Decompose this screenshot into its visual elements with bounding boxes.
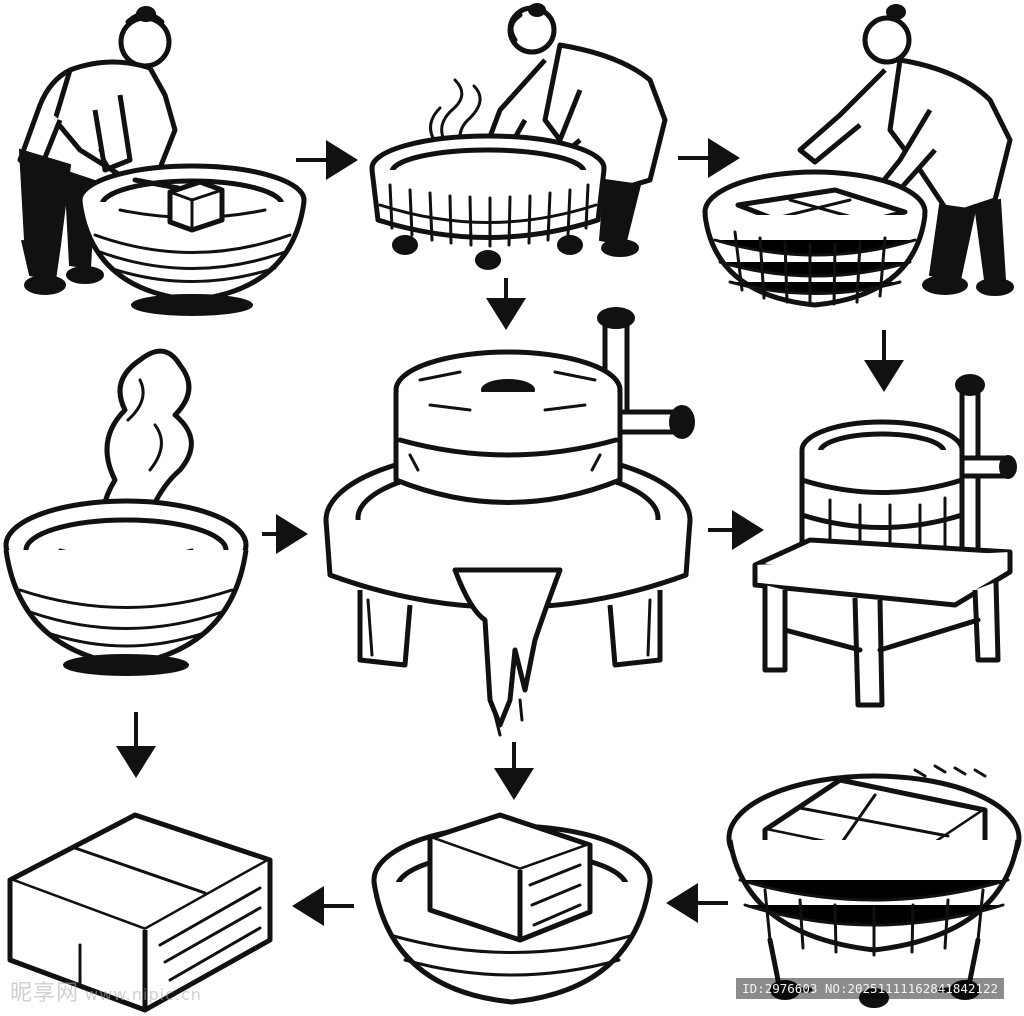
watermark-brand-name: 昵享网 [10,981,80,1006]
watermark-brand: 昵享网 www.nipic.cn [10,975,202,1007]
watermark-id-badge: ID:2976603 NO:20251111162841842122 [736,978,1004,999]
tofu-basket-icon [726,764,1022,1008]
tofu-bowl-icon [371,812,653,1005]
worker-basin-icon [17,6,307,316]
tofu-blocks-icon [7,812,273,1013]
worker-basket-steam-icon [369,3,668,270]
worker-basket-icon [702,4,1014,308]
stone-mill-icon [323,307,695,737]
press-barrel-icon [752,374,1017,708]
steaming-bowl-icon [3,348,249,676]
flow-arrows [116,138,904,926]
watermark-url: www.nipic.cn [85,985,202,1004]
